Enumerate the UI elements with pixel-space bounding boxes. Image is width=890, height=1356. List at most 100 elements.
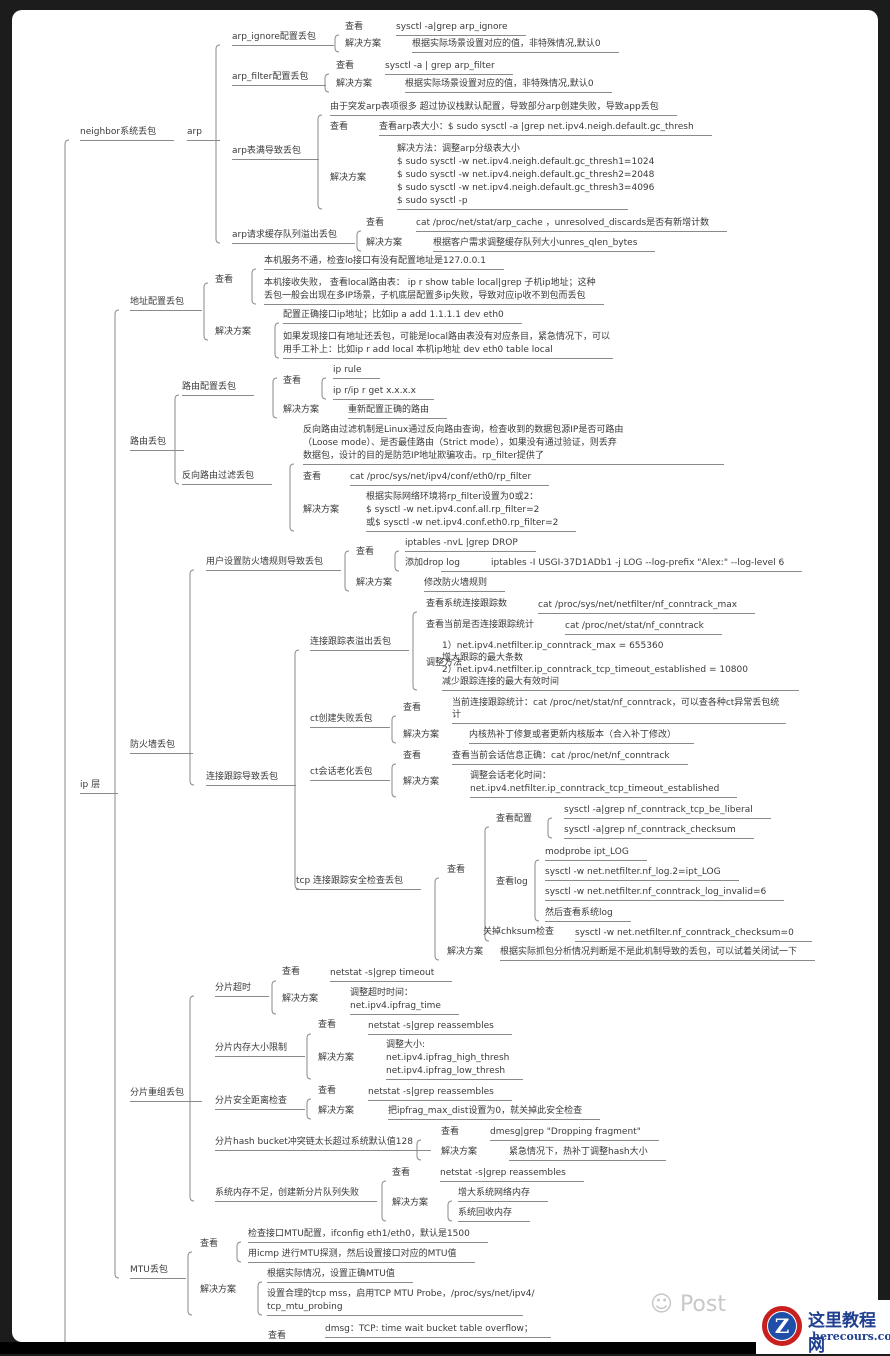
leaf-text: sysctl -w net.netfilter.nf_conntrack_log… (545, 886, 785, 901)
leaf-text: 或$ sysctl -w net.ipv4.conf.eth0.rp_filte… (366, 517, 577, 532)
check-label: 查看 (330, 122, 349, 132)
connector-bracket (447, 1200, 453, 1222)
connector-bracket (317, 114, 323, 210)
leaf-text: $ sudo sysctl -w net.ipv4.neigh.default.… (397, 170, 655, 180)
leaf-text: 然后查看系统log (545, 907, 631, 922)
connector-bracket (272, 377, 278, 419)
fix-label: 解决方案 (282, 994, 319, 1004)
leaf-text: 查看配置 (496, 814, 533, 824)
check-label: 查看 (441, 1127, 460, 1137)
connector-bracket (484, 826, 490, 942)
leaf-text: 设置合理的tcp mss，启用TCP MTU Probe，/proc/sys/n… (267, 1289, 535, 1299)
node-ct-age: ct会话老化丢包 (310, 766, 391, 781)
leaf-text: 调整大小: (386, 1040, 426, 1050)
leaf-text: $ sudo sysctl -w net.ipv4.neigh.default.… (397, 157, 655, 167)
check-label: 查看 (283, 376, 302, 386)
fix-label: 解决方案 (200, 1285, 237, 1295)
leaf-text: dmesg|grep "Dropping fragment" (490, 1126, 659, 1141)
connector-bracket (381, 1180, 387, 1222)
fix-label: 解决方案 (318, 1053, 355, 1063)
connector-bracket (174, 394, 180, 485)
fix-label: 解决方案 (366, 238, 403, 248)
leaf-text: 紧急情况下，热补丁调整hash大小 (509, 1146, 666, 1161)
leaf-text: 2）net.ipv4.netfilter.ip_conntrack_tcp_ti… (442, 665, 748, 675)
leaf-text: tcp_mtu_probing (267, 1301, 523, 1316)
node-conntrack: 连接跟踪导致丢包 (206, 771, 297, 786)
leaf-text: net.ipv4.netfilter.ip_conntrack_tcp_time… (470, 783, 738, 798)
leaf-text: 1）net.ipv4.netfilter.ip_conntrack_max = … (442, 641, 664, 651)
node-route: 路由丢包 (130, 436, 185, 451)
fix-label: 解决方案 (447, 947, 484, 957)
connector-bracket (547, 817, 553, 839)
check-label: 查看 (318, 1020, 337, 1030)
node-firewall: 防火墙丢包 (130, 739, 194, 754)
connector-bracket (306, 1098, 312, 1120)
leaf-text: 数据包，设计的目的是防范IP地址欺骗攻击。rp_filter提供了 (303, 450, 724, 465)
leaf-text: 本机服务不通，检查lo接口有没有配置地址是127.0.0.1 (264, 255, 504, 270)
node-rp-filter: 反向路由过滤丢包 (182, 470, 273, 485)
leaf-text: sysctl -a | grep arp_filter (385, 60, 513, 75)
leaf-text: net.ipv4.ipfrag_time (350, 1000, 459, 1015)
node-neighbor: neighbor系统丢包 (80, 126, 175, 141)
leaf-text: 检查接口MTU配置，ifconfig eth1/eth0，默认是1500 (248, 1228, 488, 1243)
check-label: 查看 (345, 22, 364, 32)
logo-ring-icon (762, 1306, 802, 1346)
leaf-text: 根据实际网络环境将rp_filter设置为0或2： (366, 492, 539, 502)
connector-bracket (412, 611, 418, 691)
node-frag: 分片重组丢包 (130, 1087, 203, 1102)
fix-label: 解决方案 (336, 79, 373, 89)
leaf-text: netstat -s|grep timeout (330, 967, 453, 982)
fix-label: 解决方案 (318, 1106, 355, 1116)
check-label: 查看 (303, 472, 322, 482)
connector-bracket (236, 1241, 242, 1263)
leaf-text: net.ipv4.ipfrag_low_thresh (386, 1065, 524, 1080)
leaf-text: iptables -I USGI-37D1ADb1 -j LOG --log-p… (441, 557, 803, 572)
leaf-text: 用icmp 进行MTU探测，然后设置接口对应的MTU值 (248, 1248, 475, 1263)
fix-label: 解决方案 (345, 39, 382, 49)
logo-title: 这里教程网 (808, 1311, 876, 1356)
node-mtu: MTU丢包 (130, 1264, 186, 1279)
connector-bracket (274, 322, 280, 359)
fix-label: 解决方案 (330, 173, 367, 183)
leaf-text: 用手工补上：比如ip r add local 本机ip地址 dev eth0 t… (283, 344, 613, 359)
connector-bracket (215, 44, 221, 244)
leaf-text: 减少跟踪连接的最大有效时间 (442, 676, 800, 691)
leaf-text: 查看arp表大小：$ sudo sysctl -a |grep net.ipv4… (379, 121, 712, 136)
connector-bracket (289, 463, 295, 532)
leaf-text: ip r/ip r get x.x.x.x (333, 385, 434, 400)
check-label: 查看 (356, 547, 375, 557)
connector-bracket (187, 1251, 193, 1316)
fix-label: 解决方案 (356, 578, 393, 588)
leaf-text: 配置正确接口ip地址；比如ip a add 1.1.1.1 dev eth0 (283, 309, 522, 324)
leaf-text: 如果发现接口有地址还丢包，可能是local路由表没有对应条目，紧急情况下，可以 (283, 332, 610, 342)
node-user-rule: 用户设置防火墙规则导致丢包 (206, 556, 342, 571)
node-ip-layer: ip 层 (80, 779, 119, 794)
connector-bracket (189, 569, 195, 786)
connector-bracket (534, 859, 540, 922)
leaf-text: 查看系统连接跟踪数 (426, 599, 508, 609)
connector-bracket (251, 268, 257, 305)
leaf-text: cat /proc/sys/net/ipv4/conf/eth0/rp_filt… (350, 471, 550, 486)
check-label: 查看 (366, 218, 385, 228)
bottom-bar (0, 1342, 890, 1354)
connector-bracket (344, 550, 350, 592)
node-addr: 地址配置丢包 (130, 296, 203, 311)
leaf-text: （Loose mode）、是否最佳路由（Strict mode），如果没有通过验… (303, 438, 617, 448)
mindmap-canvas: neighbor系统丢包 arp arp_ignore配置丢包 查看 sysct… (12, 10, 878, 1342)
leaf-text: 系统回收内存 (458, 1207, 531, 1222)
check-label: 查看 (268, 1331, 287, 1341)
leaf-text: 查看log (496, 877, 528, 887)
connector-lines (64, 34, 553, 1342)
leaf-text: 调整超时时间： (350, 988, 414, 998)
leaf-text: 内核热补丁修复或者更新内核版本（合入补丁修改） (469, 729, 695, 744)
leaf-text: 重新配置正确的路由 (348, 404, 448, 419)
check-label: 查看 (447, 865, 466, 875)
connector-bracket (257, 1281, 263, 1316)
connector-bracket (334, 34, 340, 53)
leaf-text: 增大系统网络内存 (458, 1187, 549, 1202)
fix-label: 解决方案 (441, 1147, 478, 1157)
leaf-text: 添加drop log (405, 558, 461, 568)
check-label: 查看 (403, 751, 422, 761)
leaf-text: 计 (452, 709, 787, 724)
connector-bracket (203, 282, 209, 341)
